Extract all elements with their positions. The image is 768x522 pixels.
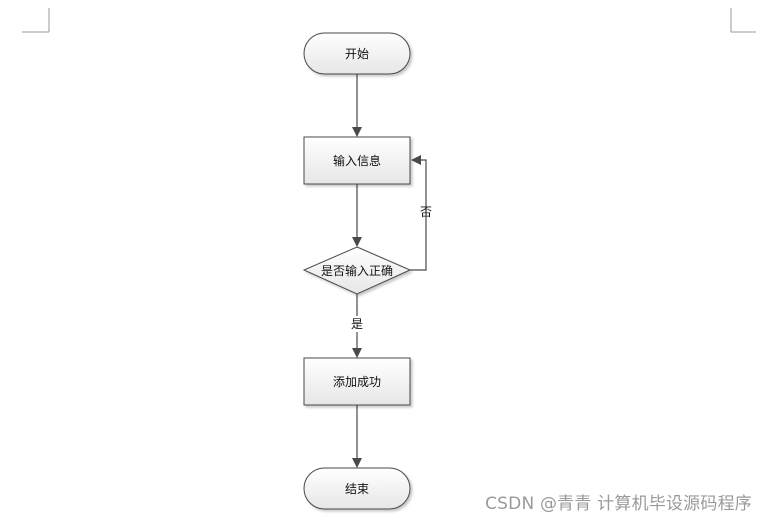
- node-start-label: 开始: [345, 47, 369, 61]
- node-decision-label: 是否输入正确: [321, 263, 393, 278]
- node-end-shape: [303, 467, 411, 510]
- node-end-label: 结束: [345, 482, 369, 496]
- node-success: 添加成功: [303, 357, 411, 406]
- node-end: 结束: [303, 467, 411, 510]
- node-success-label: 添加成功: [333, 375, 381, 389]
- flowchart-edges: [352, 74, 427, 468]
- node-input-shape: [303, 136, 411, 185]
- edge-decision-no-loop: [410, 155, 427, 271]
- edge-label-yes-bg: [347, 316, 367, 332]
- edge-label-no: 否: [420, 205, 432, 219]
- node-start-shape: [303, 32, 411, 75]
- page-corner-marks: [22, 8, 756, 33]
- node-input: 输入信息: [303, 136, 411, 185]
- corner-mark-top-left: [22, 8, 50, 33]
- csdn-watermark: CSDN @青青 计算机毕设源码程序: [485, 494, 752, 514]
- edge-label-yes: 是: [351, 317, 363, 331]
- node-decision-shape: [302, 246, 412, 295]
- node-start: 开始: [303, 32, 411, 75]
- node-input-label: 输入信息: [333, 153, 381, 168]
- node-success-shape: [303, 357, 411, 406]
- corner-mark-top-right: [730, 8, 756, 33]
- node-decision: 是否输入正确: [302, 246, 412, 295]
